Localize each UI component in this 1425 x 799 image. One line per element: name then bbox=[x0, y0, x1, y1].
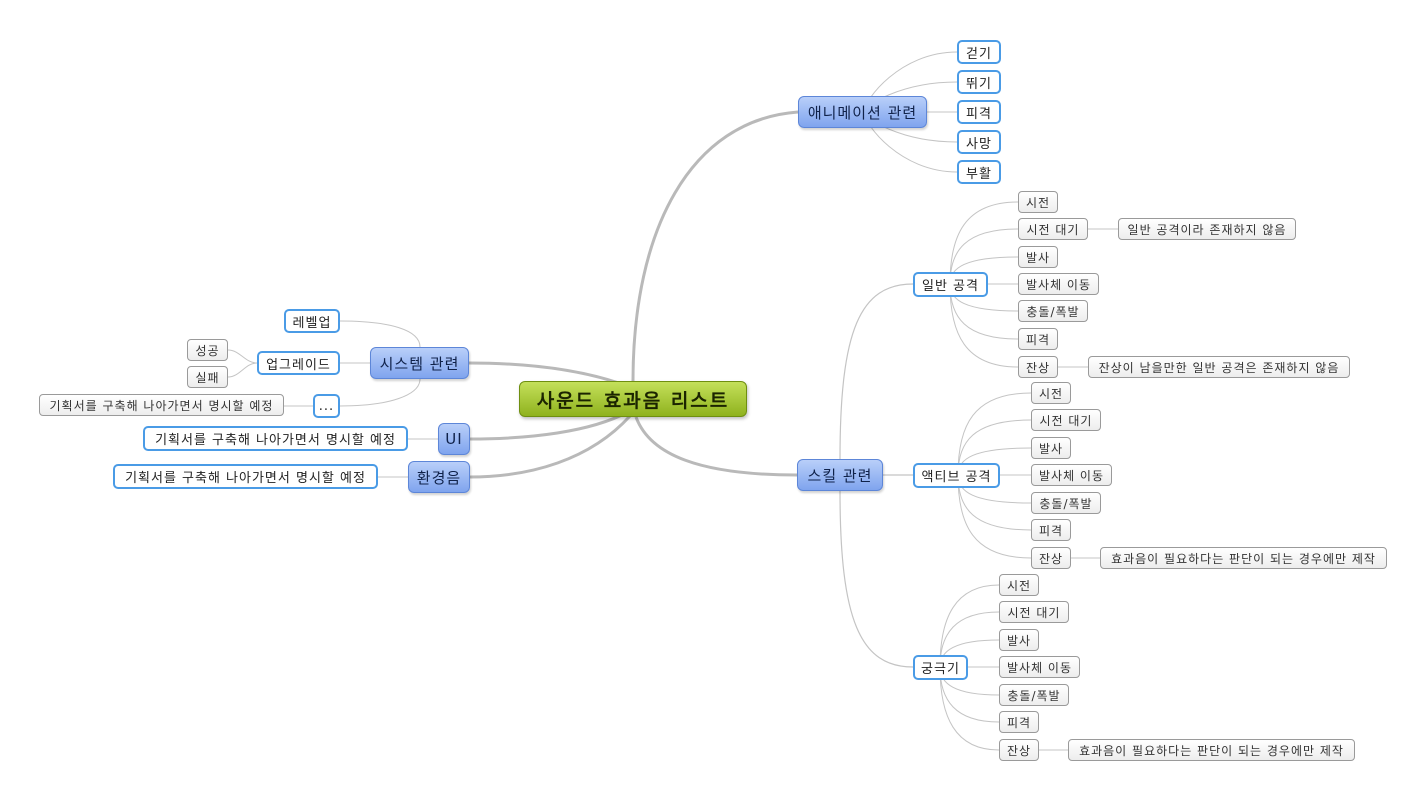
topic-animation[interactable]: 애니메이션 관련 bbox=[798, 96, 927, 128]
system-upgrade[interactable]: 업그레이드 bbox=[257, 351, 340, 375]
active-item-afterimage[interactable]: 잔상 bbox=[1031, 547, 1071, 569]
link-skill-ultimate bbox=[839, 490, 914, 668]
ultimate-item-afterimage[interactable]: 잔상 bbox=[999, 739, 1039, 761]
ui-note[interactable]: 기획서를 구축해 나아가면서 명시할 예정 bbox=[143, 426, 408, 451]
normal-item-afterimage[interactable]: 잔상 bbox=[1018, 356, 1058, 378]
normal-item-fire[interactable]: 발사 bbox=[1018, 246, 1058, 268]
normal-item-cast[interactable]: 시전 bbox=[1018, 191, 1058, 213]
link-system-more bbox=[339, 378, 421, 407]
active-item-cast-wait[interactable]: 시전 대기 bbox=[1031, 409, 1101, 431]
skill-active-attack[interactable]: 액티브 공격 bbox=[913, 463, 1000, 488]
normal-note-wait[interactable]: 일반 공격이라 존재하지 않음 bbox=[1118, 218, 1296, 240]
topic-ambient[interactable]: 환경음 bbox=[408, 461, 470, 493]
skill-normal-attack[interactable]: 일반 공격 bbox=[913, 272, 988, 297]
active-item-projectile[interactable]: 발사체 이동 bbox=[1031, 464, 1112, 486]
normal-item-projectile[interactable]: 발사체 이동 bbox=[1018, 273, 1099, 295]
link-active-6 bbox=[957, 474, 1032, 559]
animation-item-revive[interactable]: 부활 bbox=[957, 160, 1001, 184]
link-upgrade-fail bbox=[227, 362, 258, 378]
normal-note-afterimage[interactable]: 잔상이 남을만한 일반 공격은 존재하지 않음 bbox=[1088, 356, 1350, 378]
link-system-levelup bbox=[339, 320, 421, 348]
active-note-afterimage[interactable]: 효과음이 필요하다는 판단이 되는 경우에만 제작 bbox=[1100, 547, 1387, 569]
link-normal-0 bbox=[949, 201, 1019, 285]
topic-system[interactable]: 시스템 관련 bbox=[370, 347, 469, 379]
ultimate-item-fire[interactable]: 발사 bbox=[999, 629, 1039, 651]
root-topic[interactable]: 사운드 효과음 리스트 bbox=[519, 381, 747, 417]
upgrade-item-success[interactable]: 성공 bbox=[187, 339, 228, 361]
link-root-skill bbox=[634, 416, 798, 477]
ultimate-item-cast[interactable]: 시전 bbox=[999, 574, 1039, 596]
ultimate-note-afterimage[interactable]: 효과음이 필요하다는 판단이 되는 경우에만 제작 bbox=[1068, 739, 1355, 761]
link-root-ui bbox=[469, 410, 629, 441]
link-skill-normal bbox=[839, 283, 914, 460]
normal-item-hit[interactable]: 피격 bbox=[1018, 328, 1058, 350]
skill-ultimate[interactable]: 궁극기 bbox=[913, 655, 968, 680]
link-normal-6 bbox=[949, 283, 1019, 368]
ambient-note[interactable]: 기획서를 구축해 나아가면서 명시할 예정 bbox=[113, 464, 378, 489]
upgrade-item-fail[interactable]: 실패 bbox=[187, 366, 228, 388]
normal-item-cast-wait[interactable]: 시전 대기 bbox=[1018, 218, 1088, 240]
topic-ui[interactable]: UI bbox=[438, 423, 470, 455]
animation-item-hit[interactable]: 피격 bbox=[957, 100, 1001, 124]
active-item-cast[interactable]: 시전 bbox=[1031, 382, 1071, 404]
system-more-note[interactable]: 기획서를 구축해 나아가면서 명시할 예정 bbox=[39, 394, 284, 416]
link-root-ambient bbox=[469, 414, 632, 479]
active-item-fire[interactable]: 발사 bbox=[1031, 437, 1071, 459]
link-ultimate-0 bbox=[939, 584, 1000, 668]
animation-item-run[interactable]: 뛰기 bbox=[957, 70, 1001, 94]
active-item-explosion[interactable]: 충돌/폭발 bbox=[1031, 492, 1101, 514]
ultimate-item-hit[interactable]: 피격 bbox=[999, 711, 1039, 733]
normal-item-explosion[interactable]: 충돌/폭발 bbox=[1018, 300, 1088, 322]
link-upgrade-success bbox=[227, 349, 258, 364]
active-item-hit[interactable]: 피격 bbox=[1031, 519, 1071, 541]
topic-skill[interactable]: 스킬 관련 bbox=[797, 459, 883, 491]
link-active-0 bbox=[957, 392, 1032, 476]
animation-item-death[interactable]: 사망 bbox=[957, 130, 1001, 154]
link-root-animation bbox=[631, 110, 799, 382]
animation-item-walk[interactable]: 걷기 bbox=[957, 40, 1001, 64]
system-levelup[interactable]: 레벨업 bbox=[284, 309, 340, 333]
system-more[interactable]: ... bbox=[313, 394, 340, 418]
ultimate-item-projectile[interactable]: 발사체 이동 bbox=[999, 656, 1080, 678]
ultimate-item-explosion[interactable]: 충돌/폭발 bbox=[999, 684, 1069, 706]
link-ultimate-6 bbox=[939, 666, 1000, 751]
ultimate-item-cast-wait[interactable]: 시전 대기 bbox=[999, 601, 1069, 623]
